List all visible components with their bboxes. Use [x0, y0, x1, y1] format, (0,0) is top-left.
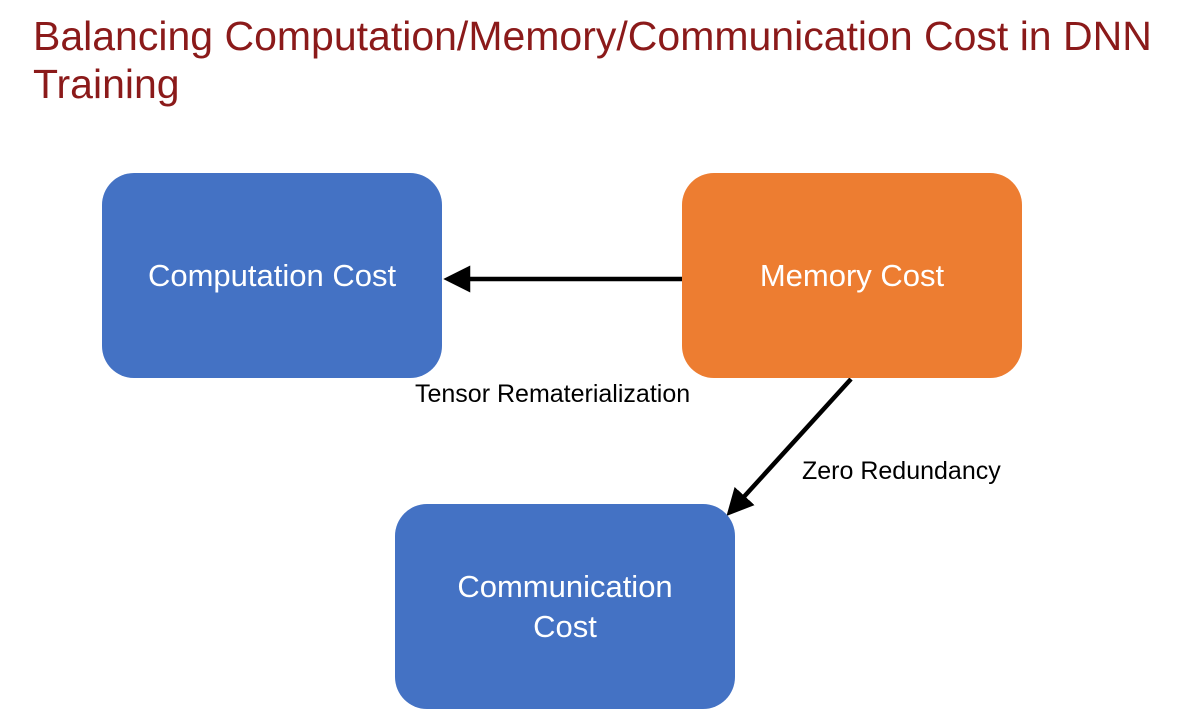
edge-label-zero-redundancy: Zero Redundancy	[802, 457, 1001, 485]
edge-label-tensor-rematerialization: Tensor Rematerialization	[415, 380, 691, 408]
node-memory-cost: Memory Cost	[682, 173, 1022, 378]
node-computation-cost: Computation Cost	[102, 173, 442, 378]
node-label: Communication Cost	[457, 568, 673, 644]
node-communication-cost: Communication Cost	[395, 504, 735, 709]
node-label: Memory Cost	[759, 257, 945, 293]
arrow-memory-to-communication	[726, 377, 853, 516]
node-label: Computation Cost	[147, 257, 397, 293]
slide-title: Balancing Computation/Memory/Communicati…	[33, 13, 1152, 107]
